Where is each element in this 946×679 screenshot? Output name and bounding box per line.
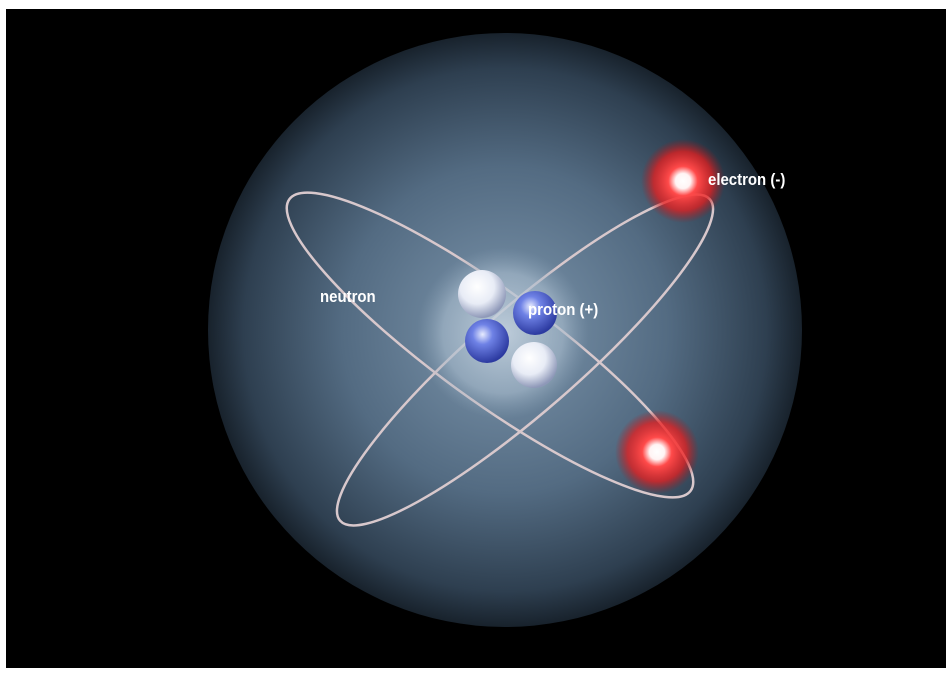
electron-label: electron (-) [708, 170, 786, 189]
electron-particle-2 [615, 410, 699, 494]
proton-particle-1 [513, 291, 557, 335]
neutron-particle-1 [458, 270, 506, 318]
neutron-particle-2 [511, 342, 557, 388]
proton-particle-2 [465, 319, 509, 363]
electron-particle-1 [641, 139, 725, 223]
proton-label: proton (+) [528, 300, 599, 319]
neutron-label: neutron [320, 287, 376, 306]
